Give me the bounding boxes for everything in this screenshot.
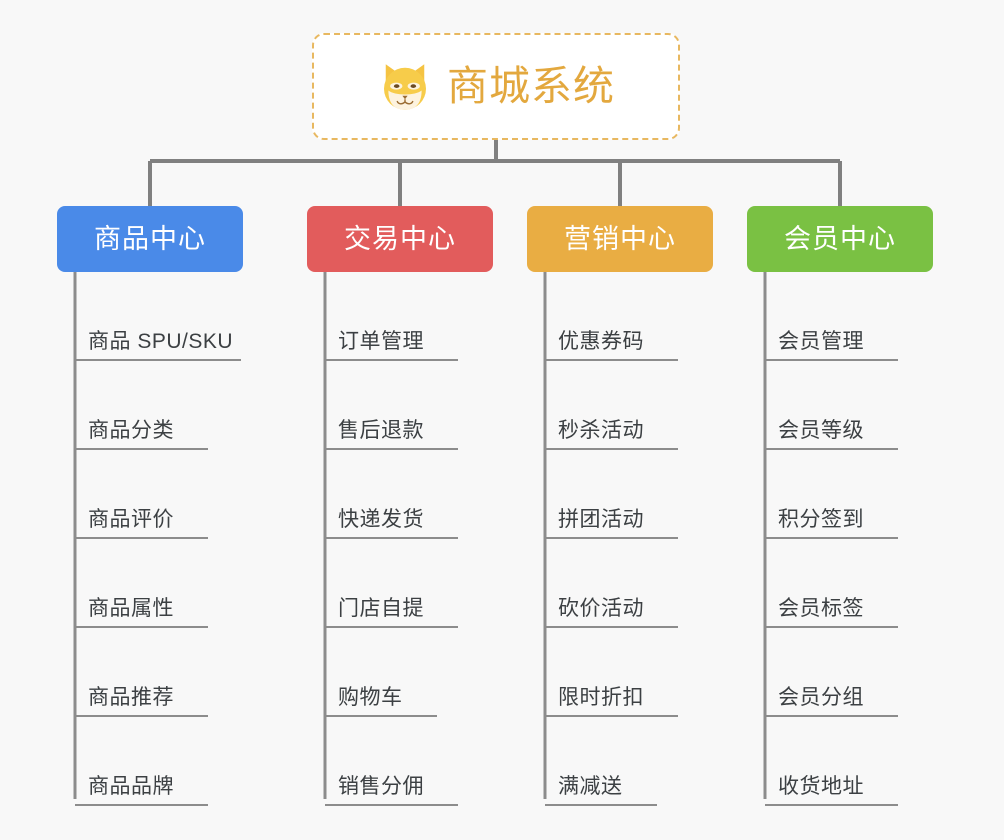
leaf-list-marketing-center: 优惠券码秒杀活动拼团活动砍价活动限时折扣满减送 xyxy=(527,272,713,806)
leaf-underline xyxy=(765,448,898,450)
leaf-label: 会员等级 xyxy=(778,419,864,442)
leaf-label: 秒杀活动 xyxy=(558,419,644,442)
leaf-label: 门店自提 xyxy=(338,597,424,620)
leaf-underline xyxy=(75,626,208,628)
leaf-label: 订单管理 xyxy=(338,330,424,353)
leaf-label: 拼团活动 xyxy=(558,508,644,531)
leaf-item[interactable]: 商品 SPU/SKU xyxy=(57,272,243,361)
leaf-item[interactable]: 积分签到 xyxy=(747,450,933,539)
leaf-underline xyxy=(325,359,458,361)
leaf-label: 购物车 xyxy=(338,686,403,709)
leaf-label: 收货地址 xyxy=(778,775,864,798)
leaf-item[interactable]: 收货地址 xyxy=(747,717,933,806)
category-box-trade-center[interactable]: 交易中心 xyxy=(307,206,493,272)
leaf-item[interactable]: 会员标签 xyxy=(747,539,933,628)
category-column-product-center: 商品中心商品 SPU/SKU 商品分类商品评价商品属性商品推荐商品品牌 xyxy=(57,206,243,806)
leaf-item[interactable]: 拼团活动 xyxy=(527,450,713,539)
leaf-label: 商品品牌 xyxy=(88,775,174,798)
category-column-marketing-center: 营销中心优惠券码秒杀活动拼团活动砍价活动限时折扣满减送 xyxy=(527,206,713,806)
leaf-label: 商品评价 xyxy=(88,508,174,531)
leaf-label: 会员管理 xyxy=(778,330,864,353)
leaf-underline xyxy=(325,715,437,717)
leaf-item[interactable]: 优惠券码 xyxy=(527,272,713,361)
leaf-underline xyxy=(765,626,898,628)
leaf-item[interactable]: 商品分类 xyxy=(57,361,243,450)
leaf-underline xyxy=(765,359,898,361)
leaf-label: 砍价活动 xyxy=(558,597,644,620)
leaf-label: 商品推荐 xyxy=(88,686,174,709)
leaf-underline xyxy=(545,626,678,628)
leaf-item[interactable]: 商品品牌 xyxy=(57,717,243,806)
leaf-item[interactable]: 销售分佣 xyxy=(307,717,493,806)
leaf-item[interactable]: 商品推荐 xyxy=(57,628,243,717)
category-box-marketing-center[interactable]: 营销中心 xyxy=(527,206,713,272)
leaf-item[interactable]: 会员等级 xyxy=(747,361,933,450)
leaf-item[interactable]: 会员管理 xyxy=(747,272,933,361)
leaf-underline xyxy=(765,715,898,717)
root-node[interactable]: 商城系统 xyxy=(312,33,680,140)
leaf-item[interactable]: 商品评价 xyxy=(57,450,243,539)
leaf-label: 优惠券码 xyxy=(558,330,644,353)
leaf-underline xyxy=(325,537,458,539)
leaf-label: 商品 SPU/SKU xyxy=(88,330,234,353)
shiba-dog-icon xyxy=(384,63,426,110)
leaf-underline xyxy=(765,537,898,539)
leaf-underline xyxy=(545,715,678,717)
category-label: 商品中心 xyxy=(94,223,206,254)
leaf-item[interactable]: 订单管理 xyxy=(307,272,493,361)
leaf-label: 满减送 xyxy=(558,775,623,798)
leaf-underline xyxy=(75,715,208,717)
leaf-item[interactable]: 满减送 xyxy=(527,717,713,806)
leaf-item[interactable]: 快递发货 xyxy=(307,450,493,539)
leaf-label: 限时折扣 xyxy=(558,686,644,709)
leaf-label: 快递发货 xyxy=(338,508,424,531)
leaf-label: 售后退款 xyxy=(338,419,424,442)
leaf-underline xyxy=(75,804,208,806)
leaf-list-product-center: 商品 SPU/SKU 商品分类商品评价商品属性商品推荐商品品牌 xyxy=(57,272,243,806)
category-column-trade-center: 交易中心订单管理售后退款快递发货门店自提购物车销售分佣 xyxy=(307,206,493,806)
leaf-label: 会员标签 xyxy=(778,597,864,620)
leaf-underline xyxy=(545,537,678,539)
leaf-underline xyxy=(545,359,678,361)
leaf-underline xyxy=(325,626,458,628)
leaf-label: 商品分类 xyxy=(88,419,174,442)
leaf-item[interactable]: 会员分组 xyxy=(747,628,933,717)
leaf-item[interactable]: 售后退款 xyxy=(307,361,493,450)
leaf-underline xyxy=(325,448,458,450)
leaf-underline xyxy=(545,448,678,450)
leaf-underline xyxy=(75,448,208,450)
leaf-underline xyxy=(75,359,241,361)
leaf-label: 销售分佣 xyxy=(338,775,424,798)
leaf-item[interactable]: 商品属性 xyxy=(57,539,243,628)
leaf-item[interactable]: 购物车 xyxy=(307,628,493,717)
leaf-item[interactable]: 秒杀活动 xyxy=(527,361,713,450)
leaf-label: 商品属性 xyxy=(88,597,174,620)
leaf-item[interactable]: 限时折扣 xyxy=(527,628,713,717)
leaf-item[interactable]: 砍价活动 xyxy=(527,539,713,628)
leaf-item[interactable]: 门店自提 xyxy=(307,539,493,628)
category-box-product-center[interactable]: 商品中心 xyxy=(57,206,243,272)
category-column-member-center: 会员中心会员管理会员等级积分签到会员标签会员分组收货地址 xyxy=(747,206,933,806)
leaf-underline xyxy=(765,804,898,806)
category-label: 会员中心 xyxy=(784,223,896,254)
category-box-member-center[interactable]: 会员中心 xyxy=(747,206,933,272)
leaf-list-trade-center: 订单管理售后退款快递发货门店自提购物车销售分佣 xyxy=(307,272,493,806)
category-label: 营销中心 xyxy=(564,223,676,254)
leaf-label: 积分签到 xyxy=(778,508,864,531)
leaf-underline xyxy=(75,537,208,539)
category-label: 交易中心 xyxy=(344,223,456,254)
leaf-underline xyxy=(545,804,657,806)
leaf-label: 会员分组 xyxy=(778,686,864,709)
leaf-list-member-center: 会员管理会员等级积分签到会员标签会员分组收货地址 xyxy=(747,272,933,806)
leaf-underline xyxy=(325,804,458,806)
root-title: 商城系统 xyxy=(447,63,615,109)
